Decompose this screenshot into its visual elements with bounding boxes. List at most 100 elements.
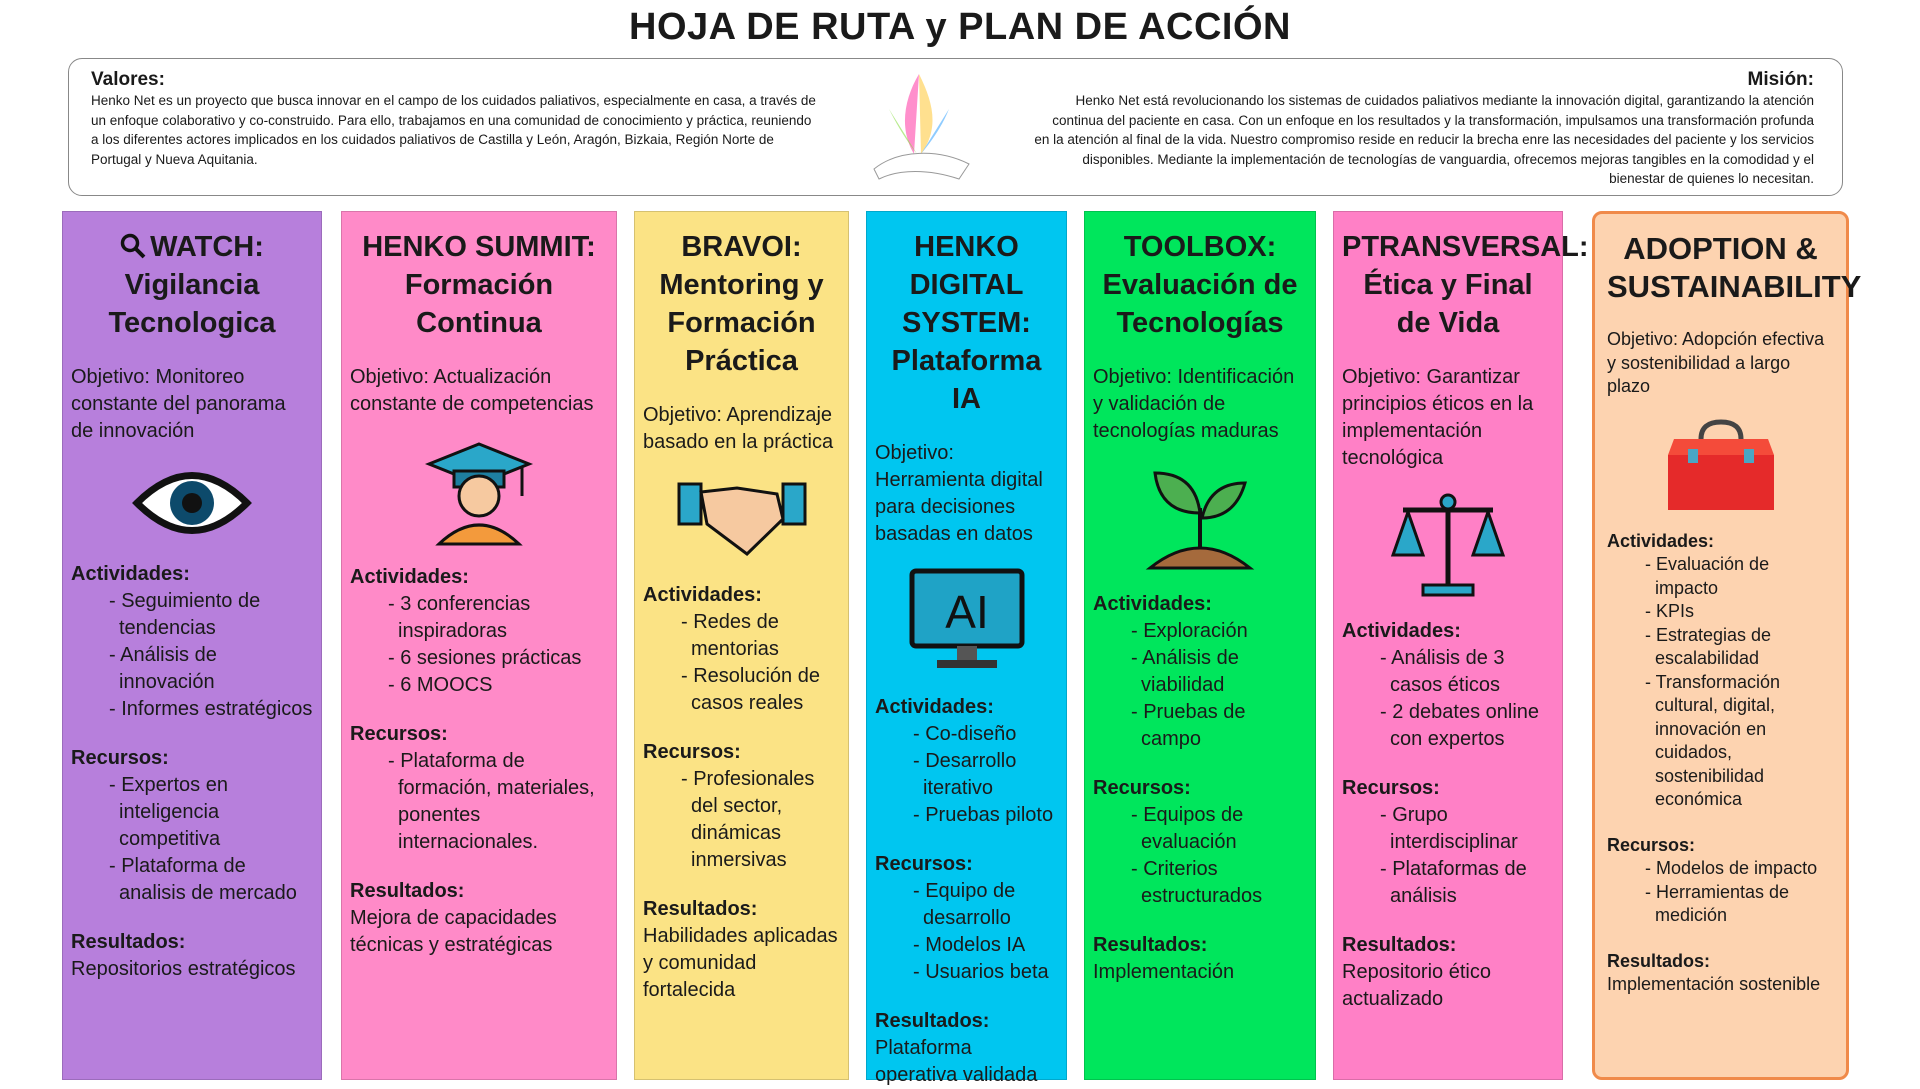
list-item: Pruebas piloto <box>913 802 1058 829</box>
list-item: Expertos en inteligencia competitiva <box>109 772 313 853</box>
list-item: 6 MOOCS <box>388 672 608 699</box>
list-item: KPIs <box>1645 600 1834 624</box>
list-item: 6 sesiones prácticas <box>388 645 608 672</box>
results-label: Resultados: <box>1342 934 1457 956</box>
list-item: Estrategias de escalabilidad <box>1645 624 1834 671</box>
resources-list: Profesionales del sector, dinámicas inme… <box>643 766 840 874</box>
resources-label: Recursos: <box>71 747 169 769</box>
column-title-line: DIGITAL <box>909 269 1024 301</box>
resources-list: Equipos de evaluaciónCriterios estructur… <box>1093 802 1307 910</box>
column-title-line: WATCH: <box>71 228 313 266</box>
handshake-icon <box>643 474 840 564</box>
activities-label: Actividades: <box>875 696 994 718</box>
column-title-line: SYSTEM: <box>902 307 1031 339</box>
results-label: Resultados: <box>643 898 758 920</box>
resources-list: Modelos de impactoHerramientas de medici… <box>1607 857 1834 928</box>
list-item: Equipo de desarrollo <box>913 878 1058 932</box>
graduate-icon <box>350 436 608 546</box>
list-item: Modelos de impacto <box>1645 857 1834 881</box>
toolbox-icon <box>1607 417 1834 512</box>
column-objective: Objetivo: Monitoreo constante del panora… <box>71 366 286 442</box>
svg-text:AI: AI <box>945 586 988 638</box>
column-title-line: Mentoring y <box>659 269 824 301</box>
column-objective: Objetivo: Herramienta digital para decis… <box>875 442 1043 545</box>
activities-list: Análisis de 3 casos éticos2 debates onli… <box>1342 645 1554 753</box>
list-item: Transformación cultural, digital, innova… <box>1645 671 1834 812</box>
search-icon <box>120 231 150 263</box>
column-title-line: BRAVOI: <box>681 231 802 263</box>
column-title-line: Ética y Final <box>1363 269 1533 301</box>
results-text: Implementación sostenible <box>1607 974 1821 994</box>
list-item: Pruebas de campo <box>1131 699 1307 753</box>
eye-icon <box>71 463 313 543</box>
column-title: TOOLBOX: Evaluación de Tecnologías <box>1093 228 1307 342</box>
resources-list: Equipo de desarrolloModelos IAUsuarios b… <box>875 878 1058 986</box>
column-objective: Objetivo: Adopción efectiva y sostenibil… <box>1607 329 1825 396</box>
resources-list: Grupo interdisciplinarPlataformas de aná… <box>1342 802 1554 910</box>
activities-label: Actividades: <box>71 563 190 585</box>
column-objective: Objetivo: Identificación y validación de… <box>1093 366 1295 442</box>
list-item: Informes estratégicos <box>109 696 313 723</box>
list-item: Herramientas de medición <box>1645 881 1834 928</box>
list-item: Plataforma de analisis de mercado <box>109 853 313 907</box>
mission-text: Henko Net está revolucionando los sistem… <box>1034 93 1814 186</box>
sprout-icon <box>1093 463 1307 573</box>
scales-icon <box>1342 490 1554 600</box>
column-title-line: Formación <box>404 269 554 301</box>
list-item: Criterios estructurados <box>1131 856 1307 910</box>
list-item: Plataforma de formación, materiales, pon… <box>388 748 608 856</box>
column-title-line: Plataforma IA <box>891 345 1042 415</box>
activities-list: Co-diseñoDesarrollo iterativoPruebas pil… <box>875 721 1058 829</box>
values-text: Henko Net es un proyecto que busca innov… <box>91 93 816 167</box>
results-text: Habilidades aplicadas y comunidad fortal… <box>643 925 838 1001</box>
results-label: Resultados: <box>1607 950 1711 971</box>
list-item: Desarrollo iterativo <box>913 748 1058 802</box>
list-item: 2 debates online con expertos <box>1380 699 1554 753</box>
activities-list: Evaluación de impactoKPIsEstrategias de … <box>1607 553 1834 812</box>
column-title-line: HENKO SUMMIT: <box>362 231 596 263</box>
results-label: Resultados: <box>350 880 465 902</box>
column-title-line: Evaluación de <box>1102 269 1298 301</box>
column-title: ADOPTION &SUSTAINABILITY <box>1607 230 1861 306</box>
activities-label: Actividades: <box>1342 620 1461 642</box>
list-item: Análisis de innovación <box>109 642 313 696</box>
column-title-line: Vigilancia <box>124 269 260 301</box>
results-label: Resultados: <box>1093 934 1208 956</box>
resources-label: Recursos: <box>1342 777 1440 799</box>
activities-label: Actividades: <box>350 566 469 588</box>
mission-label: Misión: <box>1747 69 1815 90</box>
list-item: Seguimiento de tendencias <box>109 588 313 642</box>
results-label: Resultados: <box>875 1010 990 1032</box>
column-title-line: Formación <box>667 307 816 339</box>
resources-label: Recursos: <box>1093 777 1191 799</box>
results-text: Implementación <box>1093 961 1235 983</box>
list-item: Co-diseño <box>913 721 1058 748</box>
list-item: Exploración <box>1131 618 1307 645</box>
resources-label: Recursos: <box>1607 834 1696 855</box>
column-title-line: de Vida <box>1396 307 1500 339</box>
column-title-line: PTRANSVERSAL: <box>1342 231 1589 263</box>
resources-label: Recursos: <box>643 741 741 763</box>
resources-label: Recursos: <box>350 723 448 745</box>
henko-logo-icon <box>873 74 970 180</box>
column-title-line: Continua <box>416 307 542 339</box>
column-title-line: TOOLBOX: <box>1123 231 1277 263</box>
column-title-line: Tecnologías <box>1116 307 1284 339</box>
resources-label: Recursos: <box>875 853 973 875</box>
mission-section: Misión: Henko Net está revolucionando lo… <box>1034 69 1814 189</box>
column-objective: Objetivo: Actualización constante de com… <box>350 366 594 415</box>
list-item: Redes de mentorias <box>681 609 840 663</box>
roadmap-column: ADOPTION &SUSTAINABILITY Objetivo: Adopci… <box>1592 211 1861 1080</box>
results-label: Resultados: <box>71 931 186 953</box>
activities-list: ExploraciónAnálisis de viabilidadPruebas… <box>1093 618 1307 753</box>
results-text: Plataforma operativa validada <box>875 1037 1038 1086</box>
results-text: Repositorio ético actualizado <box>1342 961 1491 1010</box>
list-item: 3 conferencias inspiradoras <box>388 591 608 645</box>
